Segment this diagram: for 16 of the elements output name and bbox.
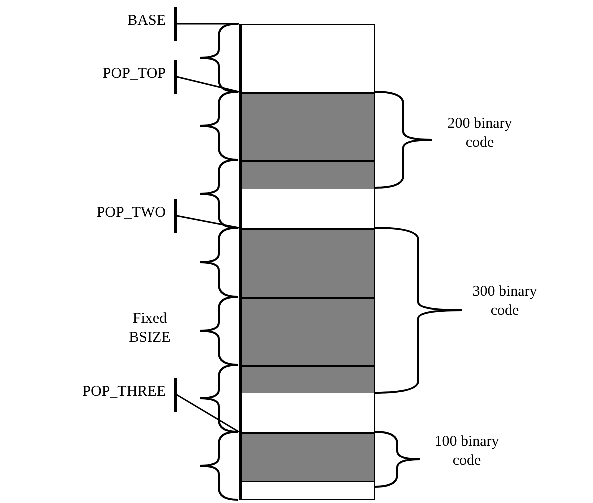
filled-block [242, 92, 374, 189]
annotation-text: 300 binary code [472, 283, 538, 321]
filled-block [242, 228, 374, 393]
filled-block [242, 432, 374, 481]
leader-line [176, 215, 240, 229]
annotation-text: 200 binary code [446, 115, 514, 153]
annotation-text: Fixed BSIZE [128, 310, 172, 348]
leader-line [176, 394, 240, 433]
memory-column [239, 24, 375, 500]
pointer-label: BASE [128, 14, 166, 28]
pointer-label: POP_THREE [82, 384, 166, 400]
annotation-text: 100 binary code [434, 433, 500, 471]
leader-line [177, 23, 239, 25]
leader-line [176, 76, 240, 93]
pointer-label: POP_TWO [96, 206, 166, 220]
pointer-label: POP_TOP [102, 66, 166, 82]
